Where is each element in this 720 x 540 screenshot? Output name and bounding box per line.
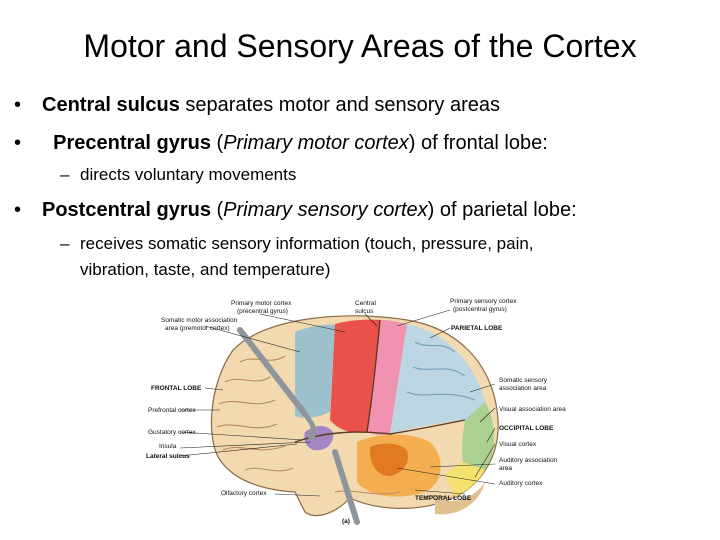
- label-auditory-association-2: area: [499, 465, 512, 472]
- retractor-bottom: [332, 449, 360, 525]
- sub-bullet-somatic: –receives somatic sensory information (t…: [60, 234, 534, 253]
- label-somatic-sensory: Somatic sensory: [499, 377, 548, 384]
- label-auditory-cortex: Auditory cortex: [499, 480, 543, 487]
- bullet-paren: (: [210, 199, 224, 221]
- cerebellum: [435, 482, 485, 515]
- label-primary-motor-2: (precentral gyrus): [237, 308, 288, 315]
- sub-bullet-voluntary: –directs voluntary movements: [60, 165, 297, 184]
- label-prefrontal: Prefrontal cortex: [148, 407, 196, 414]
- label-parietal-lobe: PARIETAL LOBE: [451, 325, 503, 332]
- leader-lines: [179, 309, 496, 497]
- label-somatic-sensory-2: association area: [499, 385, 547, 392]
- bullet-text: ) of parietal lobe:: [427, 199, 577, 221]
- bullet-text: ) of frontal lobe:: [408, 132, 548, 154]
- premotor-area: [295, 324, 335, 418]
- bullet-paren: (: [210, 132, 224, 154]
- label-insula: Insula: [159, 443, 177, 450]
- parietal-gyri: [406, 341, 476, 401]
- label-visual-cortex: Visual cortex: [499, 441, 537, 448]
- label-lateral-sulcus: Lateral sulcus: [146, 453, 190, 460]
- bullet-postcentral-gyrus: •Postcentral gyrus (Primary sensory cort…: [14, 199, 577, 221]
- sub-bullet-text: directs voluntary movements: [80, 165, 297, 184]
- label-primary-sensory-2: (postcentral gyrus): [453, 306, 507, 313]
- label-temporal-lobe: TEMPORAL LOBE: [415, 495, 472, 502]
- lateral-sulcus-line: [294, 419, 466, 443]
- label-central-sulcus: Central: [355, 300, 377, 307]
- label-olfactory: Olfactory cortex: [221, 490, 267, 497]
- label-frontal-lobe: FRONTAL LOBE: [151, 385, 202, 392]
- label-central-sulcus-2: sulcus: [355, 308, 374, 315]
- sub-bullet-somatic-cont: vibration, taste, and temperature): [80, 259, 330, 281]
- label-somatic-motor-2: area (premotor cortex): [165, 325, 230, 332]
- bullet-precentral-gyrus: • Precentral gyrus (Primary motor cortex…: [14, 132, 548, 154]
- sub-bullet-text: vibration, taste, and temperature): [80, 260, 331, 279]
- label-primary-motor: Primary motor cortex: [231, 300, 292, 307]
- bullet-bold: Precentral gyrus: [53, 132, 211, 154]
- retractor-tip: [302, 411, 317, 441]
- slide-title: Motor and Sensory Areas of the Cortex: [83, 28, 637, 64]
- central-sulcus-line: [366, 319, 381, 433]
- label-panel: (a): [342, 518, 350, 525]
- bullet-italic: Primary motor cortex: [223, 132, 409, 154]
- primary-motor-area: [330, 319, 380, 433]
- label-gustatory: Gustatory cortex: [148, 429, 196, 436]
- label-primary-sensory: Primary sensory cortex: [450, 298, 517, 305]
- brain-diagram: Primary motor cortex (precentral gyrus) …: [146, 298, 566, 525]
- bullet-bold: Central sulcus: [42, 94, 180, 116]
- sub-bullet-text: receives somatic sensory information (to…: [80, 234, 534, 253]
- label-occipital-lobe: OCCIPITAL LOBE: [499, 425, 554, 432]
- visual-association-area: [462, 402, 494, 470]
- visual-cortex-area: [445, 462, 485, 497]
- label-auditory-association: Auditory association: [499, 457, 558, 464]
- temporal-gyri: [334, 490, 461, 499]
- bullet-central-sulcus: •Central sulcus separates motor and sens…: [14, 94, 500, 116]
- retractor-top: [237, 327, 308, 417]
- bullet-text: separates motor and sensory areas: [179, 94, 500, 116]
- label-visual-association: Visual association area: [499, 406, 566, 413]
- bullet-bold: Postcentral gyrus: [42, 199, 211, 221]
- bullet-italic: Primary sensory cortex: [223, 199, 428, 221]
- auditory-cortex-area: [369, 443, 409, 476]
- label-somatic-motor: Somatic motor association: [161, 317, 238, 324]
- sensory-association-area: [390, 324, 485, 434]
